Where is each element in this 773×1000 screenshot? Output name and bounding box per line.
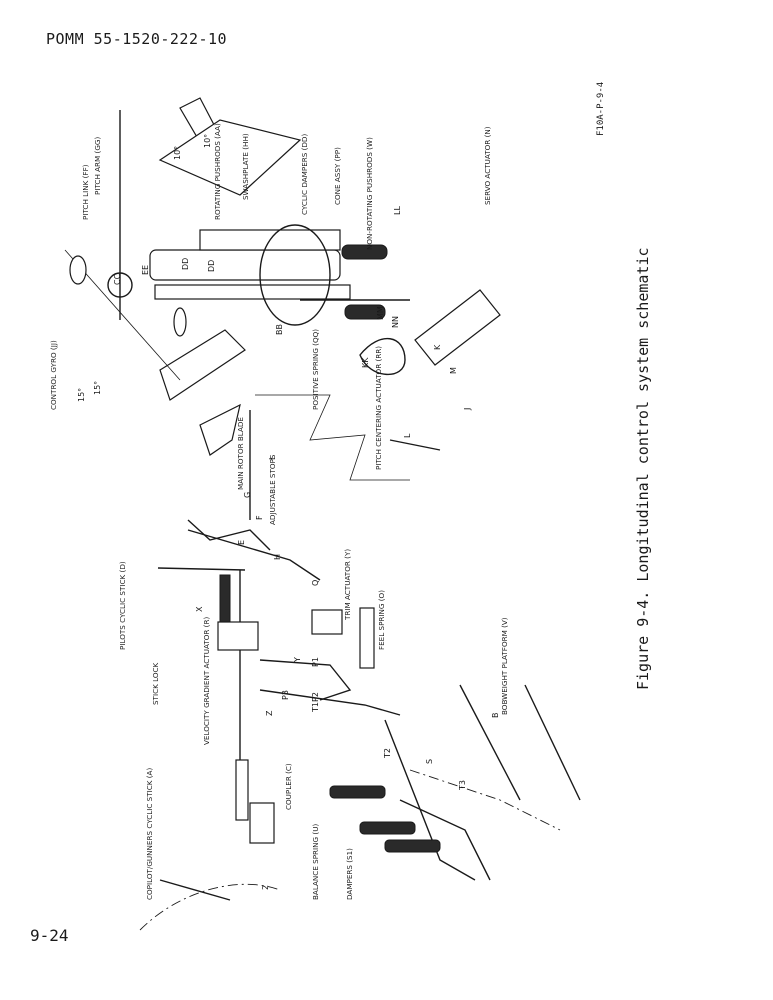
point-letter: I: [268, 458, 277, 460]
label-non-rotating-pushrods: NON-ROTATING PUSHRODS (W): [365, 137, 374, 250]
velocity-gradient-rod: [235, 759, 249, 821]
point-letter: X: [195, 606, 204, 612]
label-copilot-cyclic-stick: COPILOT/GUNNERS CYCLIC STICK (A): [145, 768, 154, 900]
servo-actuator-body: [414, 289, 501, 366]
label-dampers: DAMPERS (S1): [345, 848, 354, 900]
point-letter: E: [237, 540, 246, 545]
balance-spring: [329, 785, 386, 799]
bobweight-arm: [399, 799, 491, 881]
label-coupler: COUPLER (C): [284, 763, 293, 810]
angle-label: 15°: [93, 381, 102, 395]
swashplate: [149, 249, 341, 281]
trim-actuator: [311, 609, 343, 635]
point-letter: G: [243, 492, 252, 498]
damper-2: [384, 839, 441, 853]
bobweight-platform-edge: [459, 684, 521, 801]
gyro-weight-right: [173, 307, 187, 337]
label-trim-actuator: TRIM ACTUATOR (Y): [343, 549, 352, 621]
damper-1: [359, 821, 416, 835]
coupler: [249, 802, 275, 844]
point-letter: NN: [391, 316, 400, 328]
label-cone-assy: CONE ASSY (PP): [333, 147, 342, 205]
gyro-weight-left: [69, 255, 87, 285]
pitch-centering-actuator: [389, 439, 441, 451]
point-letter: P1: [311, 657, 320, 667]
break-line-upper: [255, 394, 410, 481]
label-bobweight-platform: BOBWEIGHT PLATFORM (V): [500, 617, 509, 715]
feel-spring: [359, 607, 375, 669]
rotor-blade-root: [199, 403, 241, 456]
point-letter: T1: [311, 702, 320, 713]
label-pitch-centering-actuator: PITCH CENTERING ACTUATOR (RR): [374, 346, 383, 470]
point-letter: P3: [281, 690, 290, 700]
velocity-gradient-actuator: [217, 621, 259, 651]
point-letter: Y: [293, 657, 302, 663]
point-letter: M: [449, 367, 458, 374]
label-control-gyro: CONTROL GYRO (JJ): [49, 340, 58, 410]
label-velocity-gradient-actuator: VELOCITY GRADIENT ACTUATOR (R): [202, 617, 211, 745]
angle-label: 10°: [203, 134, 212, 148]
point-letter: Q: [311, 580, 320, 586]
label-pitch-link: PITCH LINK (FF): [81, 164, 90, 220]
label-balance-spring: BALANCE SPRING (U): [311, 824, 320, 900]
positive-spring: [359, 338, 406, 376]
point-letter: KK: [361, 357, 370, 368]
point-letter: H: [273, 554, 282, 560]
copilot-cyclic-stick: [159, 879, 231, 901]
page-number: 9-24: [30, 926, 69, 945]
publication-header: POMM 55-1520-222-10: [46, 30, 228, 48]
cyclic-linkage: [187, 529, 321, 581]
cyclic-damper-lower: [344, 304, 386, 320]
point-letter: Z: [265, 710, 274, 716]
trim-linkage: [259, 659, 352, 701]
point-letter: J: [463, 408, 472, 411]
bobweight-linkage: [384, 719, 476, 881]
bobweight-platform-edge-2: [524, 684, 581, 801]
label-main-rotor-blade: MAIN ROTOR BLADE: [236, 417, 245, 490]
label-feel-spring: FEEL SPRING (O): [377, 590, 386, 650]
point-letter: EE: [141, 265, 150, 275]
label-positive-spring: POSITIVE SPRING (QQ): [311, 329, 320, 410]
point-letter: S: [425, 759, 434, 764]
point-letter: F: [255, 515, 264, 520]
lower-linkage: [259, 689, 401, 716]
copilot-stick-arc: [139, 883, 281, 931]
label-rotating-pushrods: ROTATING PUSHRODS (AA): [213, 123, 222, 220]
angle-label: 10°: [173, 146, 182, 160]
point-letter: CC: [113, 273, 122, 285]
rotor-blade-lower: [159, 329, 246, 401]
label-cyclic-dampers: CYCLIC DAMPERS (DD): [300, 134, 309, 215]
rotating-pushrod-lower: [154, 284, 351, 300]
point-letter: T2: [383, 748, 392, 759]
bellcrank-g: [187, 519, 271, 551]
label-adjustable-stops: ADJUSTABLE STOPS: [268, 454, 277, 525]
point-letter: 2: [261, 885, 270, 890]
cyclic-damper-upper: [341, 244, 388, 260]
label-servo-actuator: SERVO ACTUATOR (N): [483, 126, 492, 205]
point-letter: MM: [376, 306, 385, 320]
rotor-blade-upper: [158, 119, 302, 196]
point-letter: DD: [181, 258, 190, 270]
label-stick-lock: STICK LOCK: [151, 662, 160, 705]
label-pitch-arm: PITCH ARM (GG): [93, 137, 102, 195]
angle-label: 15°: [77, 388, 86, 402]
point-letter: LL: [393, 206, 402, 215]
swashplate-ring: [259, 224, 331, 326]
figure-caption: Figure 9-4. Longitudinal control system …: [634, 247, 652, 690]
point-letter: P2: [311, 692, 320, 702]
point-letter: DD: [207, 260, 216, 272]
label-swashplate: SWASHPLATE (HH): [241, 133, 250, 200]
point-letter: L: [403, 433, 412, 438]
point-letter: K: [433, 344, 442, 350]
pilots-cyclic-stick: [157, 567, 246, 571]
centerline-bobweight: [409, 769, 561, 831]
point-letter: B: [491, 713, 500, 719]
point-letter: T3: [458, 780, 467, 791]
point-letter: BB: [275, 324, 284, 335]
label-pilots-cyclic-stick: PILOTS CYCLIC STICK (D): [118, 561, 127, 650]
